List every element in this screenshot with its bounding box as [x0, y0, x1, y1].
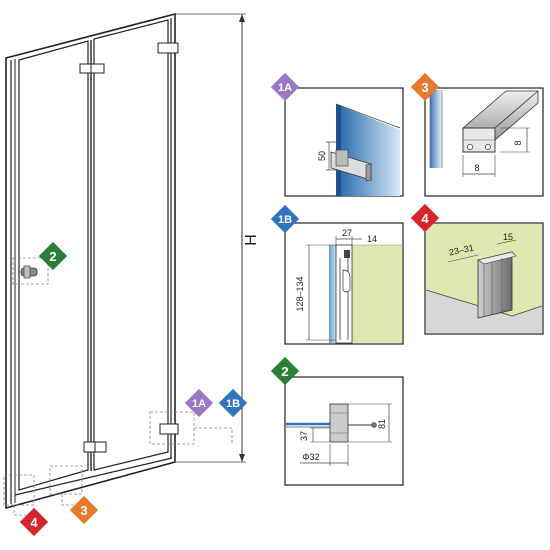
svg-text:2: 2	[49, 249, 56, 264]
dim-2-height: 81	[377, 419, 387, 429]
svg-text:4: 4	[421, 211, 429, 226]
svg-text:2: 2	[281, 364, 288, 379]
height-label: H	[243, 234, 260, 246]
detail-4: 23–31 15	[424, 222, 544, 335]
svg-text:1B: 1B	[226, 398, 240, 410]
dim-3-width: 8	[474, 163, 479, 173]
detail-1a: 50	[284, 87, 404, 197]
svg-text:1A: 1A	[278, 82, 292, 94]
dim-2-diameter: Φ32	[302, 452, 319, 462]
hinge-top-wall	[157, 42, 179, 54]
callout-box-2	[12, 257, 49, 285]
hinge-bottom-wall	[159, 423, 179, 435]
dim-1b-top-a: 27	[342, 228, 352, 238]
badge-2-detail: 2	[270, 356, 300, 386]
svg-text:3: 3	[421, 80, 428, 95]
svg-text:3: 3	[80, 503, 87, 518]
badge-3-door: 3	[69, 495, 99, 525]
door-panel-right	[93, 19, 169, 471]
dim-2-offset: 37	[299, 431, 309, 441]
callout-box-4	[3, 474, 35, 506]
dim-3-height: 8	[513, 140, 523, 145]
dim-1b-side: 128–134	[295, 276, 305, 311]
detail-1b: 27 14 128–134	[284, 222, 404, 345]
svg-text:4: 4	[30, 515, 38, 530]
door-handle	[20, 265, 38, 279]
hinge-top-center	[79, 63, 105, 74]
callout-box-3	[49, 465, 83, 495]
dim-1b-top-b: 14	[367, 234, 377, 244]
hinge-detail	[330, 149, 372, 182]
height-dimension: H	[176, 13, 260, 463]
badge-1a-door: 1A	[184, 388, 214, 418]
badge-4-door: 4	[19, 507, 49, 537]
dim-1a-hinge: 50	[317, 151, 327, 161]
door-panel-left	[18, 40, 89, 491]
knob-detail	[329, 403, 349, 443]
svg-text:1B: 1B	[278, 214, 292, 226]
svg-text:1A: 1A	[192, 398, 206, 410]
badge-1b-door: 1B	[218, 388, 248, 418]
detail-3: 8 8	[424, 87, 544, 197]
detail-2: 81 37 Φ32	[284, 376, 404, 486]
dim-4-b: 15	[503, 232, 513, 242]
door-assembly	[3, 12, 233, 516]
